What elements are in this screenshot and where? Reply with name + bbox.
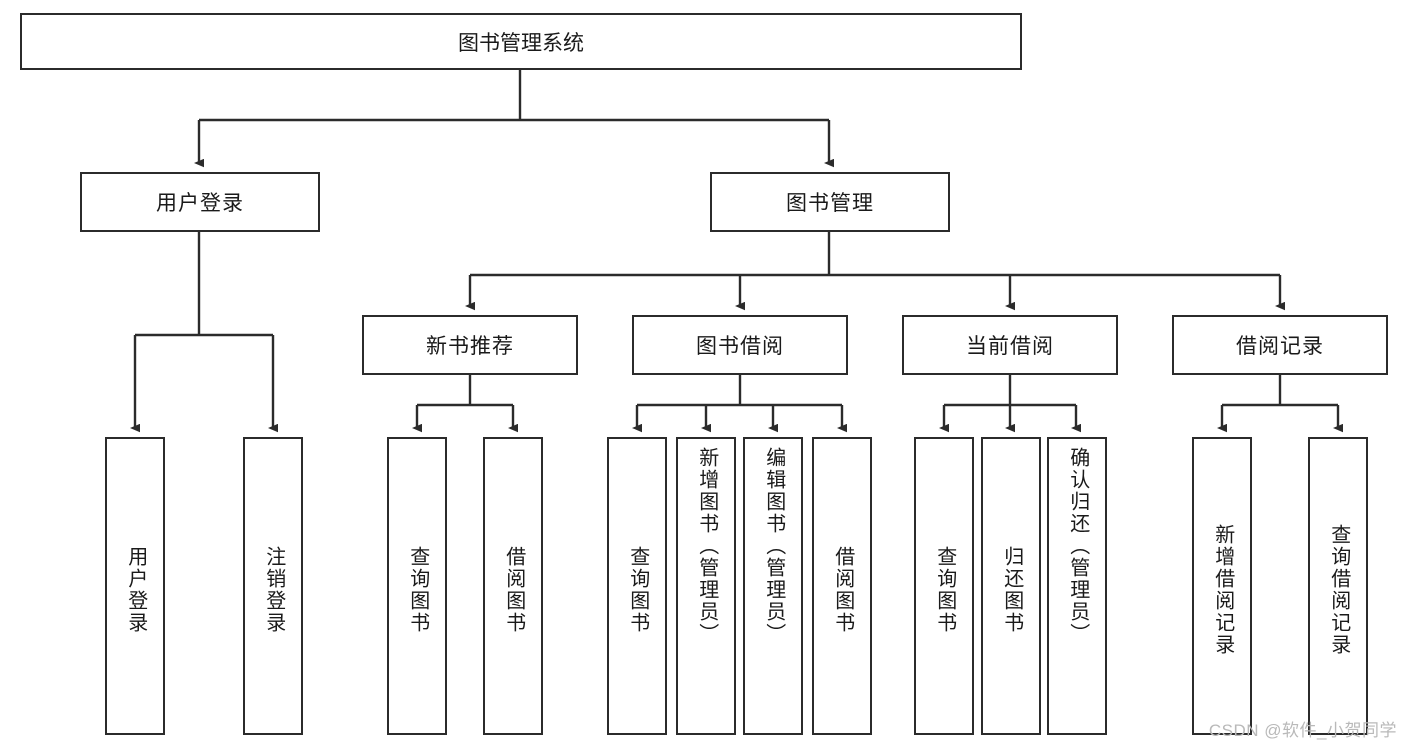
node-label: 用户登录 [124,546,147,634]
node-label: 借阅记录 [1236,335,1324,358]
node-user-login[interactable]: 用户登录 [80,172,320,232]
node-leaf-borrow-book[interactable]: 借阅图书 [812,437,872,735]
node-label: 用户登录 [156,192,244,215]
connector-group-user-login [130,232,278,433]
node-label: 当前借阅 [966,335,1054,358]
node-leaf-query-borrow-record[interactable]: 查询借阅记录 [1308,437,1368,735]
node-label: 归还图书 [1000,546,1023,634]
connector-group-new-book [412,375,518,433]
node-label: 借阅图书 [502,546,525,634]
node-leaf-query-book-current[interactable]: 查询图书 [914,437,974,735]
node-label: 新书推荐 [426,335,514,358]
node-leaf-borrow-book-new[interactable]: 借阅图书 [483,437,543,735]
connector-group-book-manage [465,232,1285,311]
node-leaf-user-login[interactable]: 用户登录 [105,437,165,735]
connector-group-current-borrow [939,375,1081,433]
node-label: 查询图书 [406,546,429,634]
node-label: 查询图书 [933,546,956,634]
node-label: 借阅图书 [831,546,854,634]
node-label: 新增借阅记录 [1211,524,1234,656]
node-label: 确认归还（管理员） [1066,447,1089,645]
node-leaf-query-book-borrow[interactable]: 查询图书 [607,437,667,735]
node-current-borrow[interactable]: 当前借阅 [902,315,1118,375]
node-label: 新增图书（管理员） [695,447,718,645]
node-borrow-record[interactable]: 借阅记录 [1172,315,1388,375]
connector-group-root [194,70,834,168]
watermark-text: CSDN @软件_小贺同学 [1208,721,1397,740]
node-leaf-return-book[interactable]: 归还图书 [981,437,1041,735]
node-root-book-management-system[interactable]: 图书管理系统 [20,13,1022,70]
node-label: 查询图书 [626,546,649,634]
node-label: 编辑图书（管理员） [762,447,785,645]
node-book-management[interactable]: 图书管理 [710,172,950,232]
node-new-book-recommend[interactable]: 新书推荐 [362,315,578,375]
node-label: 图书借阅 [696,335,784,358]
node-label: 图书管理系统 [458,31,584,55]
node-leaf-query-book-new[interactable]: 查询图书 [387,437,447,735]
node-label: 查询借阅记录 [1327,524,1350,656]
node-leaf-add-book-admin[interactable]: 新增图书（管理员） [676,437,736,735]
node-leaf-add-borrow-record[interactable]: 新增借阅记录 [1192,437,1252,735]
node-leaf-logout[interactable]: 注销登录 [243,437,303,735]
connector-group-borrow-record [1217,375,1343,433]
node-label: 注销登录 [262,546,285,634]
node-leaf-confirm-return-admin[interactable]: 确认归还（管理员） [1047,437,1107,735]
node-leaf-edit-book-admin[interactable]: 编辑图书（管理员） [743,437,803,735]
connector-group-book-borrow [632,375,847,433]
node-label: 图书管理 [786,192,874,215]
node-book-borrow[interactable]: 图书借阅 [632,315,848,375]
